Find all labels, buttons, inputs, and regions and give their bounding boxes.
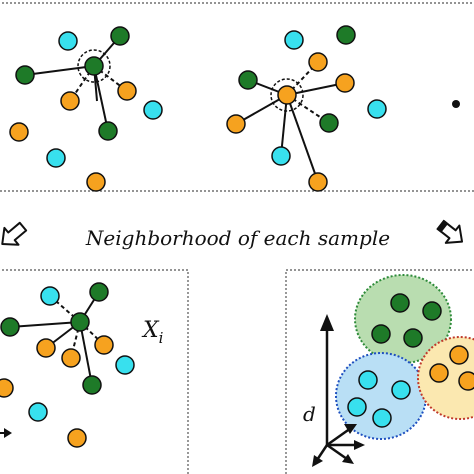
sample-cyan: [271, 146, 291, 166]
sample-orange: [226, 114, 246, 134]
sample-cyan: [58, 31, 78, 51]
bottom-left-panel-frame: [0, 269, 189, 474]
neighborhood-green-center: [24, 35, 128, 132]
sample-cyan: [115, 355, 135, 375]
sample-orange: [0, 378, 14, 398]
sample-orange: [61, 348, 81, 368]
sample-cyan: [28, 402, 48, 422]
samples-top-middle: [226, 25, 387, 192]
sample-orange: [9, 122, 29, 142]
hollow-arrow-down-left-icon: [1, 221, 28, 246]
selection-ring: [77, 49, 111, 83]
sample-green: [82, 375, 102, 395]
hollow-arrow-down-right-icon: [436, 219, 464, 244]
selection-ring: [270, 78, 304, 112]
sample-green: [89, 282, 109, 302]
cluster-blue-samples: [347, 370, 411, 428]
cluster-yellow-samples: [429, 345, 474, 391]
cluster-green-samples: [371, 293, 442, 348]
sample-green: [0, 317, 20, 337]
sample-green: [15, 65, 35, 85]
axis-label-d: d: [303, 402, 316, 426]
top-panel-frame: [0, 2, 474, 192]
axis-arrows-icon: [312, 314, 365, 467]
neighborhood-bottom-left: [9, 291, 105, 386]
sample-cyan: [284, 30, 304, 50]
caption: Neighborhood of each sample: [85, 226, 390, 250]
sample-green: [70, 312, 90, 332]
sample-orange: [335, 73, 355, 93]
partial-arrow-icon: [0, 428, 12, 438]
sample-green: [110, 26, 130, 46]
sample-green: [238, 70, 258, 90]
ellipsis-dot-icon: [452, 100, 460, 108]
samples-bottom-left: [0, 282, 135, 448]
sample-green: [319, 113, 339, 133]
sample-green: [336, 25, 356, 45]
sample-orange: [94, 335, 114, 355]
sample-orange: [277, 85, 297, 105]
sample-cyan: [367, 99, 387, 119]
variable-label: Xi: [141, 318, 164, 347]
sample-cyan: [40, 286, 60, 306]
sample-green: [98, 121, 118, 141]
sample-orange: [36, 338, 56, 358]
bottom-right-panel-frame: [285, 269, 474, 474]
sample-cyan: [143, 100, 163, 120]
sample-orange: [86, 172, 106, 192]
sample-cyan: [46, 148, 66, 168]
sample-green: [84, 56, 104, 76]
sample-orange: [67, 428, 87, 448]
sample-orange: [308, 52, 328, 72]
sample-orange: [308, 172, 328, 192]
sample-orange: [117, 81, 137, 101]
sample-orange: [60, 91, 80, 111]
samples-top-left: [9, 26, 163, 192]
